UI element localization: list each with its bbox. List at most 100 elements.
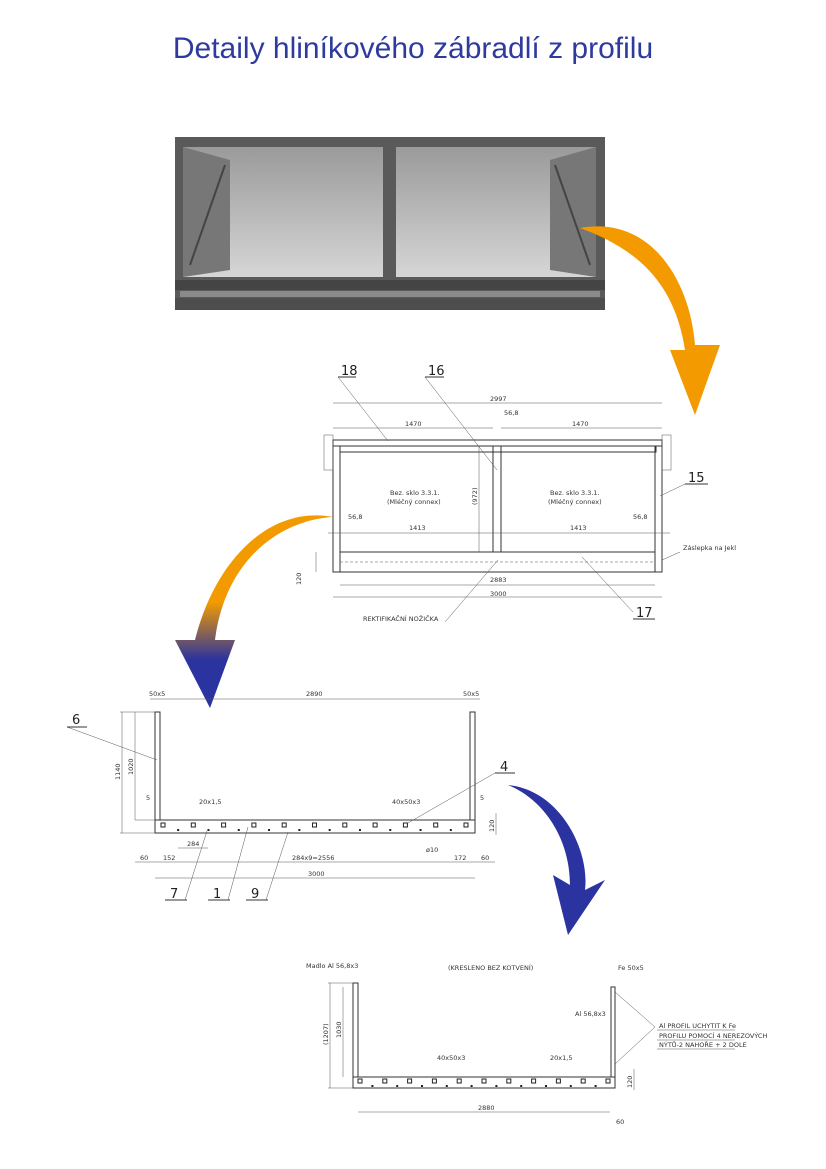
position-label: 16 [428,364,445,379]
dimension-label: 40x50x3 [437,1054,465,1062]
dimension-label: 56,8 [633,513,647,521]
dimension-label: 3000 [308,870,325,878]
dimension-label: 1413 [570,524,587,532]
hole-mark [594,1085,597,1087]
position-label: 4 [500,760,508,775]
position-label: 7 [170,887,178,902]
tube-section-mark [281,822,287,828]
position-label: 15 [688,471,705,486]
dimension-label: 1413 [409,524,426,532]
dimension-label: 284 [187,840,199,848]
hole-mark [520,1085,523,1087]
note-line: Al PROFIL UCHYTIT K Fe [659,1022,736,1030]
dimension-label: 2997 [490,395,507,403]
tube-section-mark [456,1078,462,1084]
dimension-label: 284x9=2556 [292,854,334,862]
tube-section-mark [160,822,166,828]
dimension-label: 172 [454,854,466,862]
glass-note: Bez. sklo 3.3.1. [390,489,440,497]
dimension-label: 120 [295,573,303,585]
position-label: 18 [341,364,358,379]
dimension-label: 60 [140,854,148,862]
dimension-label: 60 [481,854,489,862]
tube-section-mark [190,822,196,828]
drawing-steel-frame: 6 4 7 1 9 50x5 2890 50x5 1140 1020 5 5 2… [66,690,515,902]
dimension-label: Madlo Al 56,8x3 [306,962,358,970]
railing-render-photo [175,137,605,310]
dimension-label: 1140 [114,763,122,780]
page-title: Detaily hliníkového zábradlí z profilu [172,32,654,65]
position-label: 1 [213,887,221,902]
tube-section-mark [431,1078,437,1084]
dimension-label: 56,8 [504,409,518,417]
dimension-label: 20x1,5 [550,1054,572,1062]
note-label: REKTIFIKAČNÍ NOŽIČKA [363,614,439,623]
tube-section-mark [555,1078,561,1084]
position-label: 9 [251,887,259,902]
dimension-label: Al 56,8x3 [575,1010,606,1018]
hole-mark [207,829,210,831]
hole-mark [328,829,331,831]
glass-note: (Mléčný connex) [548,498,602,506]
tube-section-mark [463,822,469,828]
note-line: NÝTŮ-2 NAHOŘE + 2 DOLE [659,1040,747,1049]
tube-section-mark [407,1078,413,1084]
tube-section-mark [372,822,378,828]
hole-mark [268,829,271,831]
hole-mark [569,1085,572,1087]
hole-mark [237,829,240,831]
drawing-side-section: Madlo Al 56,8x3 (KRESLENO BEZ KOTVENÍ) F… [306,962,767,1126]
dimension-label: (972) [471,488,479,505]
tube-section-mark [357,1078,363,1084]
hole-mark [371,1085,374,1087]
dimension-label: 120 [626,1076,634,1088]
dimension-label: 152 [163,854,175,862]
dimension-label: 1470 [572,420,589,428]
dimension-label: ø10 [426,846,438,854]
tube-section-mark [382,1078,388,1084]
note-label: Záslepka na Jekl [683,544,736,552]
position-label: 6 [72,713,80,728]
arrow-orange-icon [580,226,720,415]
hole-mark [545,1085,547,1087]
drawing-front-view: 18 16 15 17 2997 1470 56,8 1470 (972) Be… [295,364,736,623]
dimension-label: 50x5 [463,690,479,698]
hole-mark [421,1085,423,1087]
tube-section-mark [402,822,408,828]
hole-mark [445,1085,448,1087]
dimension-label: 2880 [478,1104,495,1112]
position-label: 17 [636,606,653,621]
hole-mark [298,829,301,831]
arrow-orange-blue-icon [175,515,333,708]
dimension-label: 120 [488,820,496,832]
hole-mark [389,829,392,831]
dimension-label: 1030 [335,1021,343,1038]
tube-section-mark [531,1078,537,1084]
dimension-label: 56,8 [348,513,362,521]
dimension-label: 20x1,5 [199,798,221,806]
dimension-label: 2890 [306,690,323,698]
hole-mark [495,1085,498,1087]
tube-section-mark [221,822,227,828]
dimension-label: Fe 50x5 [618,964,644,972]
tube-section-mark [312,822,317,828]
hole-mark [358,829,361,831]
dimension-label: 40x50x3 [392,798,420,806]
hole-mark [449,829,452,831]
tube-section-mark [506,1078,512,1084]
dimension-label: (1207) [322,1023,330,1045]
tube-section-mark [580,1078,586,1084]
glass-note: (Mléčný connex) [387,498,441,506]
dimension-label: 5 [146,794,150,802]
dimension-label: 50x5 [149,690,165,698]
glass-note: Bez. sklo 3.3.1. [550,489,600,497]
tube-section-mark [605,1078,611,1084]
dimension-label: 3000 [490,590,507,598]
tube-section-mark [481,1078,487,1084]
tube-section-mark [342,822,348,828]
hole-mark [177,829,180,831]
dimension-label: 60 [616,1118,624,1126]
dimension-label: 2883 [490,576,507,584]
hole-mark [396,1085,399,1087]
